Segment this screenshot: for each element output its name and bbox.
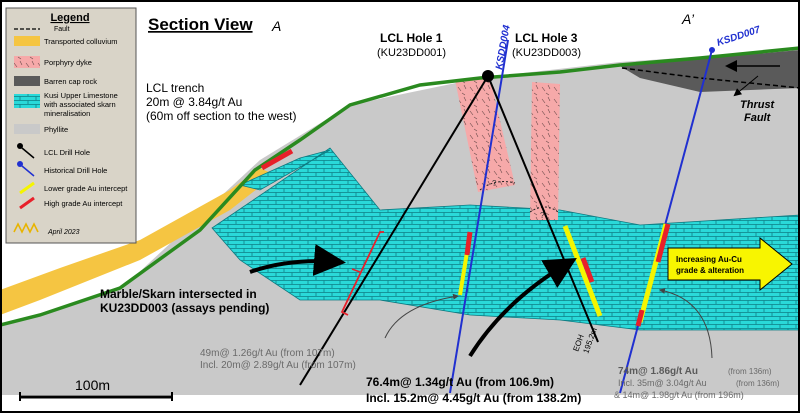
barren-cap-rock	[620, 50, 800, 92]
increasing-label-2: grade & alteration	[676, 266, 744, 275]
legend	[5, 7, 137, 244]
legend-lower-grade: Lower grade Au intercept	[44, 184, 128, 193]
legend-title: Legend	[50, 12, 89, 24]
legend-lcl-hole: LCL Drill Hole	[44, 148, 90, 157]
right-intercept-main-from: (from 136m)	[728, 367, 772, 376]
right-intercept-incl1: Incl. 35m@ 3.04g/t Au	[618, 378, 707, 388]
marble-label-2: KU23DD003 (assays pending)	[100, 301, 269, 315]
lcl-hole-3-id: (KU23DD003)	[512, 47, 581, 59]
ksdd007-high-grade-intercept	[655, 223, 671, 263]
lcl3-high-grade-intercept	[580, 257, 595, 283]
legend-limestone-1: Kusi Upper Limestone	[44, 91, 118, 100]
lcl3-low-grade-intercept	[562, 225, 603, 317]
right-intercept-incl1-from: (from 136m)	[736, 379, 780, 388]
lcl-hole-1	[299, 75, 489, 386]
section-start-label: A	[271, 18, 281, 34]
legend-historical-hole: Historical Drill Hole	[44, 166, 107, 175]
legend-date: April 2023	[47, 229, 80, 236]
trench-intercept	[260, 148, 294, 171]
porphyry-dyke-right	[530, 82, 560, 220]
lcl-hole-3	[487, 75, 599, 343]
left-intercept-incl: Incl. 20m@ 2.89g/t Au (from 107m)	[200, 360, 356, 371]
right-intercept-incl2: & 14m@ 1.98g/t Au (from 196m)	[614, 390, 744, 400]
left-intercept-main: 49m@ 1.26g/t Au (from 107m)	[200, 348, 335, 359]
trench-label-3: (60m off section to the west)	[146, 109, 297, 123]
ksdd007-hole	[619, 49, 713, 394]
thrust-fault-label-1: Thrust	[740, 99, 776, 111]
svg-text:?: ?	[540, 211, 545, 220]
lcl-hole-3-title: LCL Hole 3	[515, 31, 578, 45]
lcl-hole-1-title: LCL Hole 1	[380, 31, 443, 45]
trench-label-1: LCL trench	[146, 81, 204, 95]
legend-phyllite: Phyllite	[44, 125, 68, 134]
limestone-body	[211, 147, 800, 331]
ksdd004-high-grade-intercept	[464, 231, 473, 256]
center-intercept-incl: Incl. 15.2m@ 4.45g/t Au (from 138.2m)	[366, 391, 581, 405]
colluvium-layer	[0, 168, 275, 315]
marble-label-1: Marble/Skarn intersected in	[100, 287, 257, 301]
right-intercept-main: 74m@ 1.86g/t Au	[618, 366, 698, 377]
legend-colluvium: Transported colluvium	[44, 37, 118, 46]
svg-text:?: ?	[492, 179, 497, 188]
legend-porphyry: Porphyry dyke	[44, 58, 92, 67]
scale-bar-label: 100m	[75, 377, 110, 393]
increasing-au-cu-arrow	[667, 236, 793, 292]
marble-bracket	[340, 231, 384, 316]
page-title: Section View	[148, 15, 253, 34]
legend-cap-rock: Barren cap rock	[44, 77, 97, 86]
section-end-label: A’	[681, 11, 695, 27]
thrust-fault-label-2: Fault	[744, 112, 772, 124]
legend-fault: Fault	[54, 26, 70, 33]
thrust-fault-line	[621, 67, 800, 89]
center-intercept-main: 76.4m@ 1.34g/t Au (from 106.9m)	[366, 375, 554, 389]
legend-limestone-2: with associated skarn	[43, 100, 116, 109]
ground-surface	[0, 46, 800, 327]
trench-label-2: 20m @ 3.84g/t Au	[146, 95, 242, 109]
legend-limestone-3: mineralisation	[44, 109, 90, 118]
lcl-hole-1-id: (KU23DD001)	[377, 47, 446, 59]
company-logo	[13, 222, 39, 234]
lcl-collar	[482, 70, 494, 82]
increasing-label-1: Increasing Au-Cu	[676, 255, 742, 264]
legend-high-grade: High grade Au intercept	[44, 199, 123, 208]
